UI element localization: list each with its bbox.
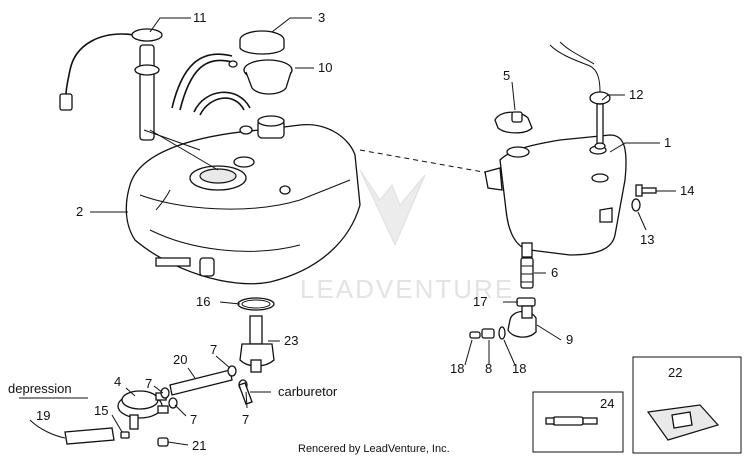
tank-cap[interactable] — [239, 30, 285, 55]
fuel-line-20[interactable] — [169, 369, 233, 396]
inset-fitting-24[interactable] — [532, 391, 624, 453]
callout-23: 23 — [284, 333, 298, 348]
callout-20: 20 — [173, 352, 187, 367]
hose-clamp[interactable] — [237, 297, 275, 311]
callout-13: 13 — [640, 232, 654, 247]
filler-neck[interactable] — [228, 59, 293, 95]
leadventure-watermark: LEADVENTURE — [300, 169, 514, 304]
screw-18-left[interactable] — [469, 331, 481, 339]
callout-11: 11 — [193, 10, 207, 25]
screw-8[interactable] — [481, 328, 495, 339]
callouts: 11 3 10 2 5 12 1 14 13 6 17 9 18 8 18 16… — [36, 10, 694, 453]
bolt-14[interactable] — [635, 184, 657, 197]
screw-15[interactable] — [120, 431, 130, 439]
callout-24: 24 — [600, 396, 614, 411]
depression-hose[interactable] — [29, 419, 115, 445]
depression-label: depression — [8, 381, 72, 396]
washer-13[interactable] — [631, 198, 641, 212]
callout-7-left: 7 — [145, 376, 152, 391]
callout-21: 21 — [192, 438, 206, 453]
callout-9: 9 — [566, 332, 573, 347]
washer-18-right[interactable] — [498, 326, 506, 340]
callout-16: 16 — [196, 294, 210, 309]
credit-text: Rencered by LeadVenture, Inc. — [298, 443, 450, 455]
reservoir-cap[interactable] — [494, 111, 533, 134]
carburetor-label: carburetor — [278, 384, 338, 399]
assembly-dashed-line — [359, 149, 501, 176]
callout-12: 12 — [629, 87, 643, 102]
callout-18-left: 18 — [450, 361, 464, 376]
watermark-text: LEADVENTURE — [300, 274, 514, 304]
callout-4: 4 — [114, 374, 121, 389]
callout-22: 22 — [668, 365, 682, 380]
callout-1: 1 — [664, 135, 671, 150]
fuel-valve[interactable] — [239, 315, 275, 373]
callout-5: 5 — [503, 68, 510, 83]
callout-8: 8 — [485, 361, 492, 376]
callout-3: 3 — [318, 10, 325, 25]
breather-hose[interactable] — [171, 53, 251, 116]
nut-17[interactable] — [516, 297, 536, 307]
callout-7-top: 7 — [210, 342, 217, 357]
callout-7-right: 7 — [242, 412, 249, 427]
level-sensor[interactable] — [549, 41, 611, 150]
callout-14: 14 — [680, 183, 694, 198]
callout-18-right: 18 — [512, 361, 526, 376]
screw-21[interactable] — [157, 437, 169, 447]
callout-17: 17 — [473, 294, 487, 309]
callout-6: 6 — [551, 265, 558, 280]
callout-10: 10 — [318, 60, 332, 75]
coolant-reservoir[interactable] — [484, 134, 627, 258]
callout-7-mid: 7 — [190, 412, 197, 427]
fuel-tank[interactable] — [125, 115, 361, 285]
fuel-pump[interactable] — [117, 390, 169, 430]
leader-lines — [19, 17, 676, 446]
hose-fitting[interactable] — [520, 257, 534, 289]
callout-19: 19 — [36, 408, 50, 423]
fuel-sender[interactable] — [59, 28, 219, 171]
callout-2: 2 — [76, 204, 83, 219]
callout-15: 15 — [94, 403, 108, 418]
elbow-fitting[interactable] — [507, 305, 537, 338]
inset-clip-22[interactable] — [632, 356, 742, 454]
